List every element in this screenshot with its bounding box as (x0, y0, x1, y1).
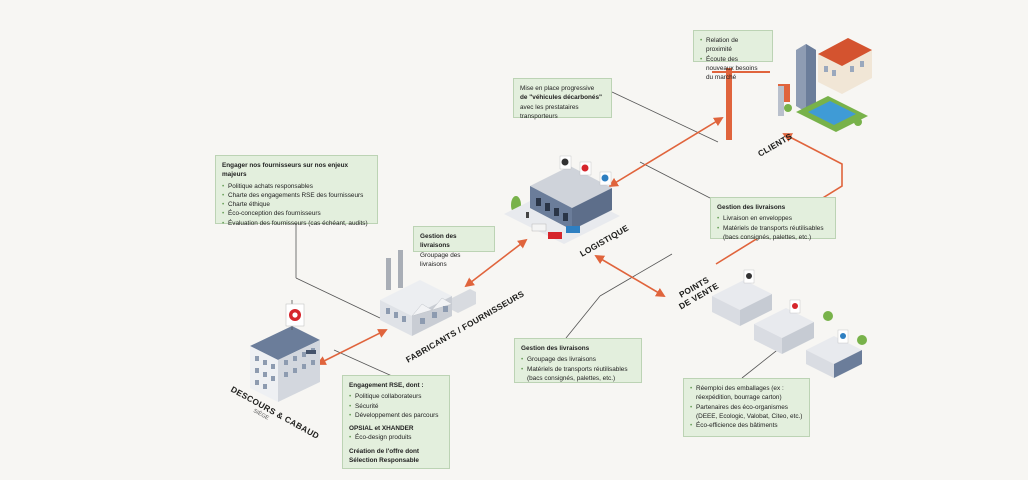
list-item: Politique achats responsables (222, 182, 371, 192)
list-item: Charte des engagements RSE des fournisse… (222, 191, 371, 201)
info-box-points-vente: Réemploi des emballages (ex : réexpéditi… (683, 378, 810, 437)
connector-vehicules (611, 91, 719, 143)
box-line: Groupage des livraisons (420, 251, 461, 268)
list-item: Sécurité (349, 402, 443, 412)
list-item: Matériels de transports réutilisables (b… (717, 224, 829, 243)
info-box-gestion-logistique: Gestion des livraisons Groupage des livr… (514, 338, 642, 383)
list-item: Écoute des nouveaux besoins du marché (700, 55, 766, 83)
list-item: Charte éthique (222, 200, 371, 210)
box-line-1: Mise en place progressive (520, 85, 595, 92)
box-line-4: transporteurs (520, 112, 558, 120)
info-box-engagement-rse: Engagement RSE, dont : Politique collabo… (342, 375, 450, 469)
factory-illustration (380, 250, 476, 336)
list-item: Groupage des livraisons (521, 355, 635, 365)
stores-illustration (712, 269, 867, 378)
arrow-logistique-clients (608, 117, 724, 187)
box-title: Gestion des livraisons (420, 233, 457, 250)
warehouse-illustration (504, 155, 620, 244)
box-title: Engagement RSE, dont : (349, 382, 424, 389)
box-footer-1: Création de l'offre dont (349, 447, 420, 455)
info-box-fournisseurs-enjeux: Engager nos fournisseurs sur nos enjeux … (215, 155, 378, 228)
box-line-2: de "véhicules décarbonés" (520, 94, 603, 102)
box-title: Engager nos fournisseurs sur nos enjeux … (222, 162, 349, 179)
info-box-gestion-clients: Gestion des livraisons Livraison en enve… (710, 197, 836, 241)
list-item: Éco-design produits (349, 433, 443, 443)
list-item: Éco-efficience des bâtiments (690, 421, 803, 431)
list-item: Matériels de transports réutilisables (b… (521, 365, 635, 384)
box-title: Gestion des livraisons (717, 204, 786, 211)
info-box-clients-relation: Relation de proximité Écoute des nouveau… (693, 30, 773, 81)
box-line-3: avec les prestataires (520, 103, 579, 111)
info-box-vehicules: Mise en place progressive de "véhicules … (513, 78, 612, 120)
box-footer-2: Sélection Responsable (349, 456, 419, 464)
list-item: Éco-conception des fournisseurs (222, 209, 371, 219)
connector-engagement-rse (333, 349, 393, 377)
box-title: Gestion des livraisons (521, 345, 590, 352)
list-item: Livraison en enveloppes (717, 214, 829, 224)
list-item: Partenaires des éco-organismes (DEEE, Ec… (690, 403, 803, 422)
info-box-gestion-fabricants: Gestion des livraisons Groupage des livr… (413, 226, 495, 268)
logo-signs (559, 155, 612, 186)
arrow-siege-fabricants (316, 329, 388, 365)
siege-building-illustration (250, 300, 320, 402)
box-subtitle: OPSIAL et XHANDER (349, 425, 414, 433)
connector-gestion-logistique (565, 295, 601, 339)
arrow-fabricants-logistique (464, 238, 528, 288)
list-item: Réemploi des emballages (ex : réexpéditi… (690, 384, 803, 403)
list-item: Politique collaborateurs (349, 392, 443, 402)
clients-illustration (712, 38, 872, 140)
arrow-logistique-points-vente (594, 255, 666, 297)
list-item: Développement des parcours (349, 411, 443, 421)
connector-gestion-clients (639, 161, 711, 199)
list-item: Évaluation des fournisseurs (cas échéant… (222, 219, 371, 229)
list-item: Relation de proximité (700, 36, 766, 55)
